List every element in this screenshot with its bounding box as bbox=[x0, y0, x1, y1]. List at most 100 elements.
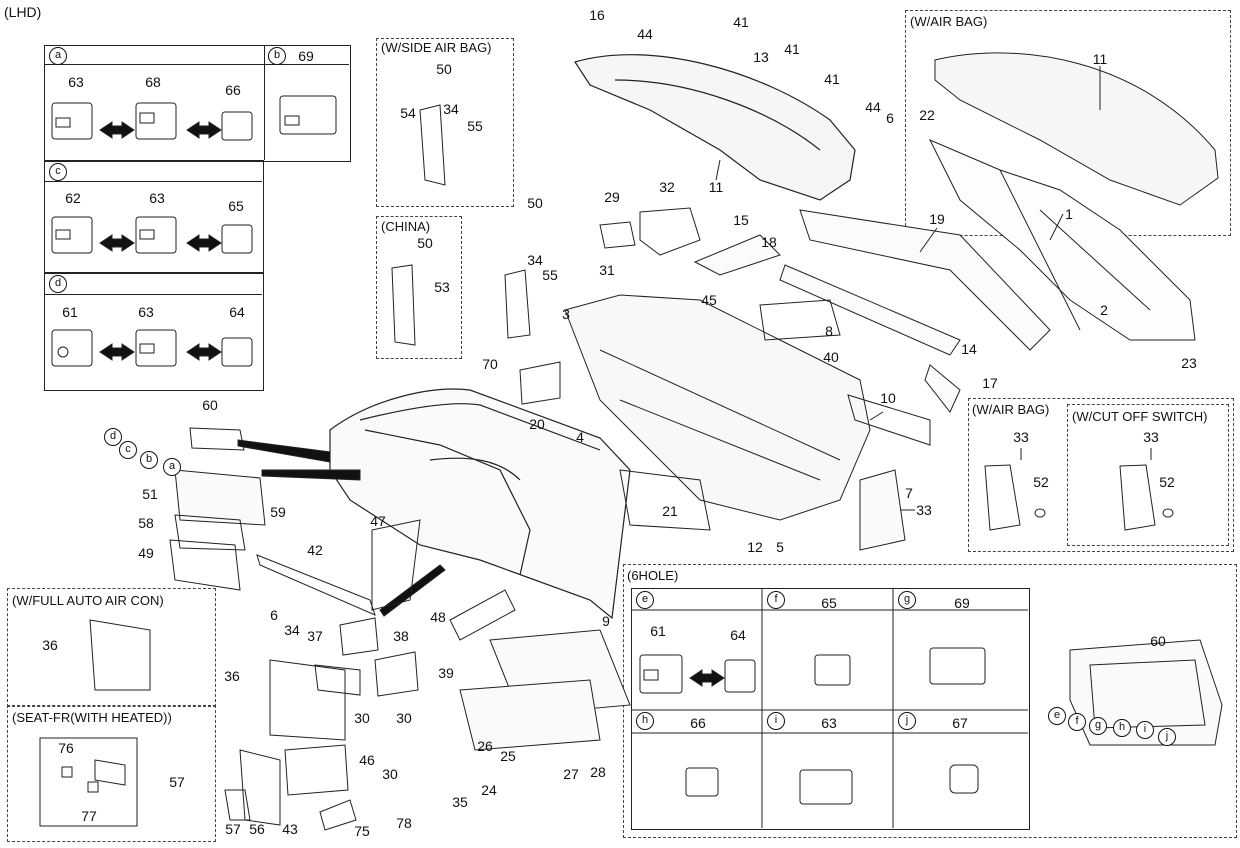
letter-marker: a bbox=[163, 458, 181, 476]
callout: 41 bbox=[733, 14, 749, 30]
row-letter: c bbox=[49, 163, 67, 181]
callout: 6 bbox=[270, 607, 278, 623]
row-letter: d bbox=[49, 275, 67, 293]
callout: 29 bbox=[604, 189, 620, 205]
panel-50-a bbox=[419, 104, 446, 186]
callout: 46 bbox=[359, 752, 375, 768]
callout: 11 bbox=[708, 179, 724, 195]
part-number: 65 bbox=[228, 198, 244, 214]
glove-box-24 bbox=[459, 679, 601, 751]
part-21 bbox=[619, 469, 711, 531]
seat-box bbox=[39, 737, 138, 827]
callout: 20 bbox=[529, 416, 545, 432]
callout: 33 bbox=[916, 502, 932, 518]
callout: 77 bbox=[81, 808, 97, 824]
part-number: 69 bbox=[298, 48, 314, 64]
duct-15 bbox=[693, 234, 781, 276]
china-frame bbox=[376, 216, 462, 359]
main-frame-45 bbox=[564, 294, 871, 521]
callout: 18 bbox=[761, 234, 777, 250]
fascia-36-b bbox=[89, 619, 151, 691]
callout: 56 bbox=[249, 821, 265, 837]
duct-14 bbox=[779, 264, 961, 356]
switch-box-hdr-a bbox=[44, 64, 349, 65]
letter-marker: d bbox=[104, 428, 122, 446]
callout: 13 bbox=[753, 49, 769, 65]
vent-20 bbox=[519, 361, 561, 405]
switch-icons bbox=[51, 95, 337, 367]
callout: 76 bbox=[58, 740, 74, 756]
part-37 bbox=[314, 664, 361, 696]
callout: 30 bbox=[382, 766, 398, 782]
callout: 17 bbox=[982, 375, 998, 391]
part-75 bbox=[319, 799, 357, 831]
callout: 41 bbox=[824, 71, 840, 87]
switch-box-d bbox=[44, 272, 264, 391]
part-number: 68 bbox=[145, 74, 161, 90]
part-number: 62 bbox=[65, 190, 81, 206]
callout: 39 bbox=[438, 665, 454, 681]
callout: 7 bbox=[905, 485, 913, 501]
crash-pad-airbag bbox=[934, 52, 1219, 206]
part-number: 64 bbox=[229, 304, 245, 320]
callout: 60 bbox=[1150, 633, 1166, 649]
crash-pad-upper bbox=[574, 54, 856, 201]
part-number: 66 bbox=[690, 715, 706, 731]
part-number: 61 bbox=[650, 623, 666, 639]
callout: 15 bbox=[733, 212, 749, 228]
airbag-right-frame bbox=[968, 398, 1234, 552]
six-hole-table bbox=[631, 588, 1030, 830]
callout: 21 bbox=[662, 503, 678, 519]
callout: 25 bbox=[500, 748, 516, 764]
callout: 4 bbox=[576, 429, 584, 445]
part-8 bbox=[759, 299, 841, 341]
callout: 35 bbox=[452, 794, 468, 810]
callout: 36 bbox=[224, 668, 240, 684]
callout: 52 bbox=[1033, 474, 1049, 490]
vent-39 bbox=[374, 651, 419, 697]
callout: 55 bbox=[467, 118, 483, 134]
caption-seat-fr: (SEAT-FR(WITH HEATED)) bbox=[12, 710, 172, 725]
part-56 bbox=[239, 749, 281, 826]
callout: 41 bbox=[784, 41, 800, 57]
callout: 3 bbox=[562, 306, 570, 322]
letter-marker: b bbox=[140, 451, 158, 469]
page-title: (LHD) bbox=[4, 4, 42, 20]
part-77 bbox=[87, 781, 99, 793]
part-33 bbox=[859, 469, 906, 551]
callout: 51 bbox=[142, 486, 158, 502]
cluster-51 bbox=[174, 469, 266, 526]
callout: 31 bbox=[599, 262, 615, 278]
cutoff-frame bbox=[1067, 404, 1229, 546]
callout: 78 bbox=[396, 815, 412, 831]
fascia-36 bbox=[269, 659, 346, 741]
part-number: 63 bbox=[821, 715, 837, 731]
caption-side-airbag: (W/SIDE AIR BAG) bbox=[381, 40, 492, 55]
callout: 34 bbox=[443, 101, 459, 117]
callout: 22 bbox=[919, 107, 935, 123]
part-number: 63 bbox=[149, 190, 165, 206]
part-58 bbox=[174, 514, 246, 551]
cowl-cross-bar bbox=[928, 139, 1196, 341]
callout: 8 bbox=[825, 323, 833, 339]
callout: 50 bbox=[436, 61, 452, 77]
panel-50-c bbox=[504, 269, 531, 339]
callout: 9 bbox=[602, 613, 610, 629]
callout: 14 bbox=[961, 341, 977, 357]
part-number: 64 bbox=[730, 627, 746, 643]
callout: 16 bbox=[589, 7, 605, 23]
leader-b bbox=[261, 469, 361, 481]
part-29 bbox=[599, 221, 636, 249]
seat-fr-frame bbox=[7, 705, 216, 842]
callout: 6 bbox=[886, 110, 894, 126]
callout: 75 bbox=[354, 823, 370, 839]
full-auto-frame bbox=[7, 588, 216, 707]
bezel-60 bbox=[189, 427, 245, 451]
part-number: 63 bbox=[68, 74, 84, 90]
letter-marker: c bbox=[119, 441, 137, 459]
callout: 34 bbox=[527, 252, 543, 268]
leader-a bbox=[237, 439, 331, 463]
caption-six-hole: (6HOLE) bbox=[627, 568, 679, 583]
